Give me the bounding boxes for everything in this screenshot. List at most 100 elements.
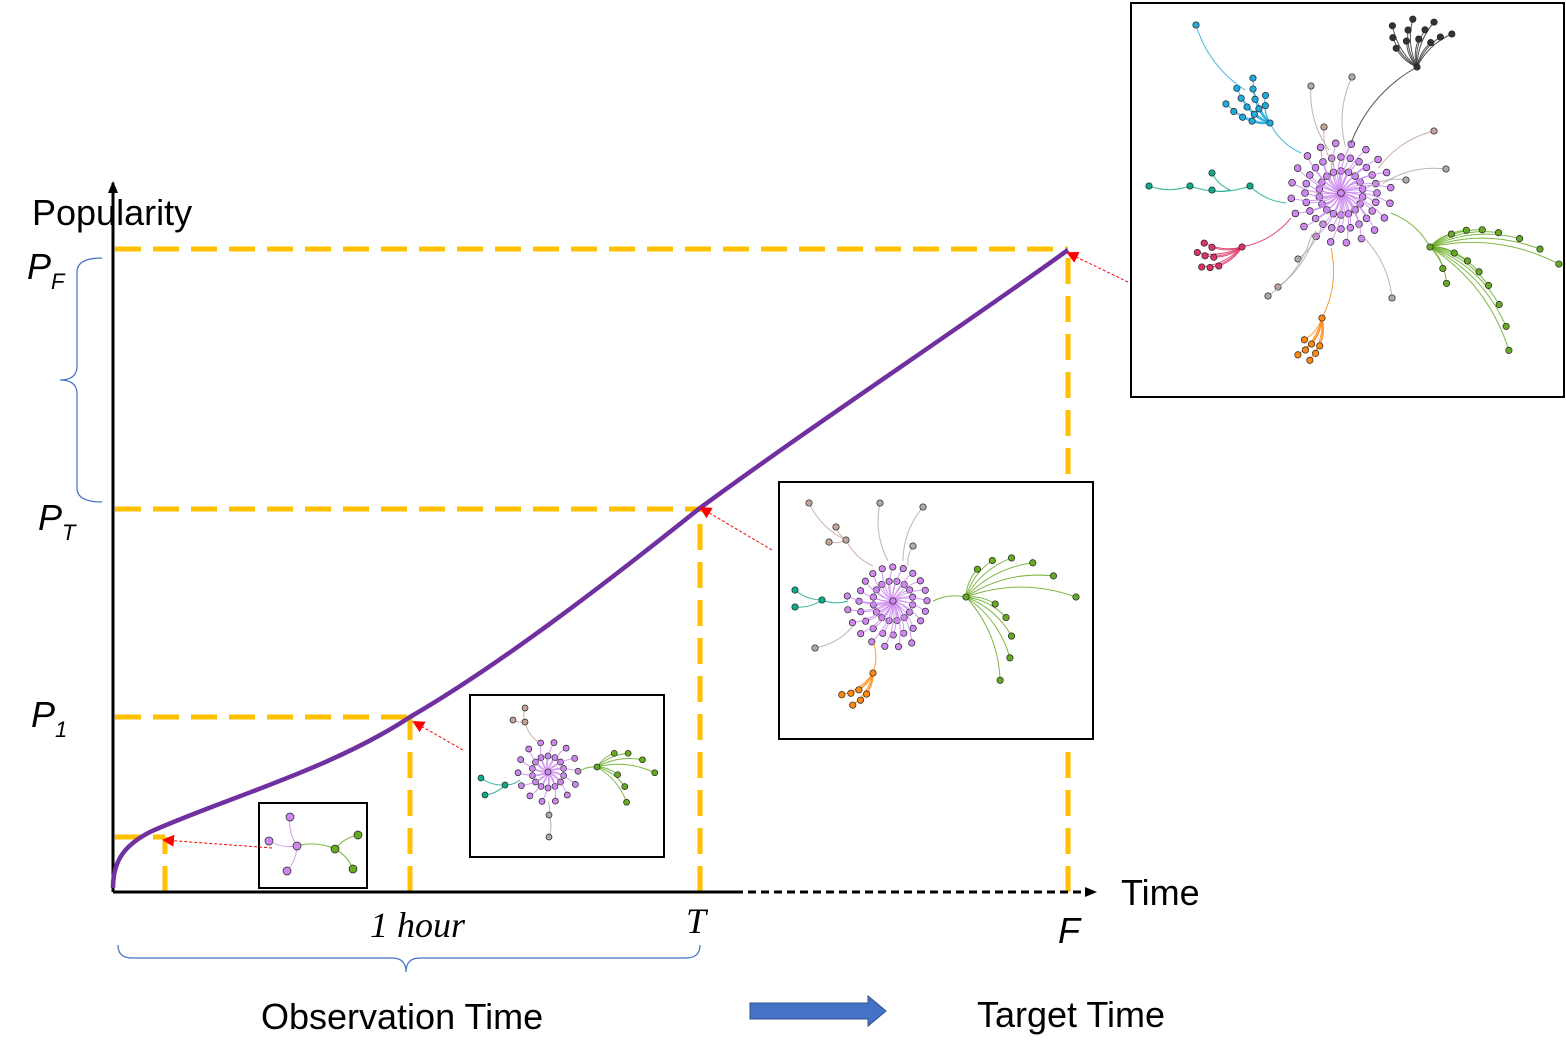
cascade-node xyxy=(885,577,893,585)
svg-text:PT: PT xyxy=(38,497,77,545)
cascade-node xyxy=(521,718,529,726)
cascade-node xyxy=(1250,110,1258,118)
cascade-edge xyxy=(965,596,1001,681)
cascade-node xyxy=(791,586,799,594)
cascade-node xyxy=(1300,336,1308,344)
small-cascade-pointer xyxy=(162,834,273,849)
cascade-node xyxy=(1308,340,1316,348)
cascade-node xyxy=(818,596,826,604)
cascade-node xyxy=(1495,300,1503,309)
cascade-node xyxy=(1206,264,1214,272)
cascade-node xyxy=(843,592,851,600)
cascade-node xyxy=(1193,248,1201,257)
cascade-node xyxy=(863,690,871,698)
cascade-node xyxy=(872,586,880,594)
final-cascade-pointer xyxy=(1066,251,1129,283)
cascade-node xyxy=(1502,322,1510,330)
cascade-edge xyxy=(1429,231,1499,248)
cascade-node xyxy=(1301,189,1309,197)
cascade-edge xyxy=(892,600,901,647)
cascade-node xyxy=(876,499,884,507)
cascade-node xyxy=(521,704,529,712)
cascade-node xyxy=(1327,224,1336,232)
cascade-edge xyxy=(965,557,1012,598)
cascade-node xyxy=(909,569,917,577)
x-tick-t: T xyxy=(686,901,709,941)
cascade-node xyxy=(623,798,630,806)
cascade-node xyxy=(1261,91,1270,99)
cascade-edge xyxy=(965,596,1007,618)
observation-end-cascade-graph xyxy=(791,499,1080,709)
cascade-node xyxy=(856,696,865,704)
cascade-node xyxy=(1337,153,1345,161)
cascade-edge xyxy=(1323,126,1335,167)
observation-end-cascade-box xyxy=(778,481,1094,740)
cascade-node xyxy=(517,782,525,790)
cascade-node xyxy=(517,756,525,763)
cascade-edge xyxy=(1429,246,1507,327)
cascade-edge xyxy=(1291,192,1342,202)
cascade-edge xyxy=(1429,246,1510,351)
cascade-node xyxy=(285,812,295,822)
one-hour-cascade-graph xyxy=(477,704,659,841)
cascade-edge xyxy=(1391,25,1418,68)
cascade-node xyxy=(1198,263,1206,271)
cascade-node xyxy=(1215,262,1223,270)
cascade-node xyxy=(593,763,601,771)
cascade-node xyxy=(857,608,865,616)
one-hour-cascade-pointer xyxy=(412,721,464,751)
cascade-node xyxy=(1312,349,1320,357)
cascade-node xyxy=(832,523,840,531)
cascade-edge xyxy=(1195,24,1246,91)
cascade-node xyxy=(1316,342,1324,350)
cascade-edge xyxy=(1340,158,1379,194)
cascade-edge xyxy=(1340,191,1391,204)
cascade-node xyxy=(869,570,877,578)
cascade-node xyxy=(921,586,929,594)
cascade-node xyxy=(514,769,522,777)
small-cascade-graph xyxy=(264,812,363,876)
cascade-node xyxy=(1392,44,1400,52)
cascade-node xyxy=(1380,214,1389,222)
cascade-node xyxy=(1306,356,1314,364)
cascade-node xyxy=(1505,346,1513,354)
cascade-node xyxy=(1462,226,1470,234)
cascade-node xyxy=(917,617,925,625)
cascade-node xyxy=(1239,113,1247,121)
cascade-node xyxy=(1230,107,1238,116)
cascade-edge xyxy=(1267,234,1313,297)
cascade-edge xyxy=(1339,143,1352,194)
cascade-node xyxy=(909,593,917,601)
cascade-node xyxy=(899,565,907,573)
cascade-node xyxy=(1442,165,1450,173)
cascade-node xyxy=(538,798,546,805)
cascade-edge xyxy=(1340,149,1367,194)
cascade-edge xyxy=(1310,85,1330,151)
observation-end-cascade-pointer xyxy=(699,506,773,551)
cascade-node xyxy=(1373,189,1381,197)
cascade-node xyxy=(900,580,908,588)
cascade-edge xyxy=(1429,233,1520,248)
cascade-node xyxy=(1415,35,1423,43)
y-tick-p1-sub: 1 xyxy=(55,717,67,742)
cascade-edge xyxy=(1295,192,1342,214)
cascade-edge xyxy=(814,625,854,649)
cascade-edge xyxy=(1291,182,1342,195)
cascade-node xyxy=(878,565,886,573)
cascade-node xyxy=(838,691,846,699)
final-cascade-box xyxy=(1130,2,1565,398)
cascade-node xyxy=(1274,283,1282,291)
cascade-node xyxy=(1233,84,1241,92)
cascade-node xyxy=(563,791,571,799)
observation-time-label: Observation Time xyxy=(261,996,543,1037)
final-cascade-graph xyxy=(1145,15,1563,364)
cascade-node xyxy=(1362,145,1370,154)
observation-time-bracket xyxy=(117,944,701,973)
cascade-node xyxy=(1251,95,1259,103)
cascade-node xyxy=(1316,143,1325,152)
cascade-node xyxy=(1303,152,1312,160)
cascade-edge xyxy=(1225,103,1271,124)
cascade-edge xyxy=(1429,237,1541,250)
cascade-edge xyxy=(1429,241,1560,265)
cascade-node xyxy=(1337,189,1345,197)
